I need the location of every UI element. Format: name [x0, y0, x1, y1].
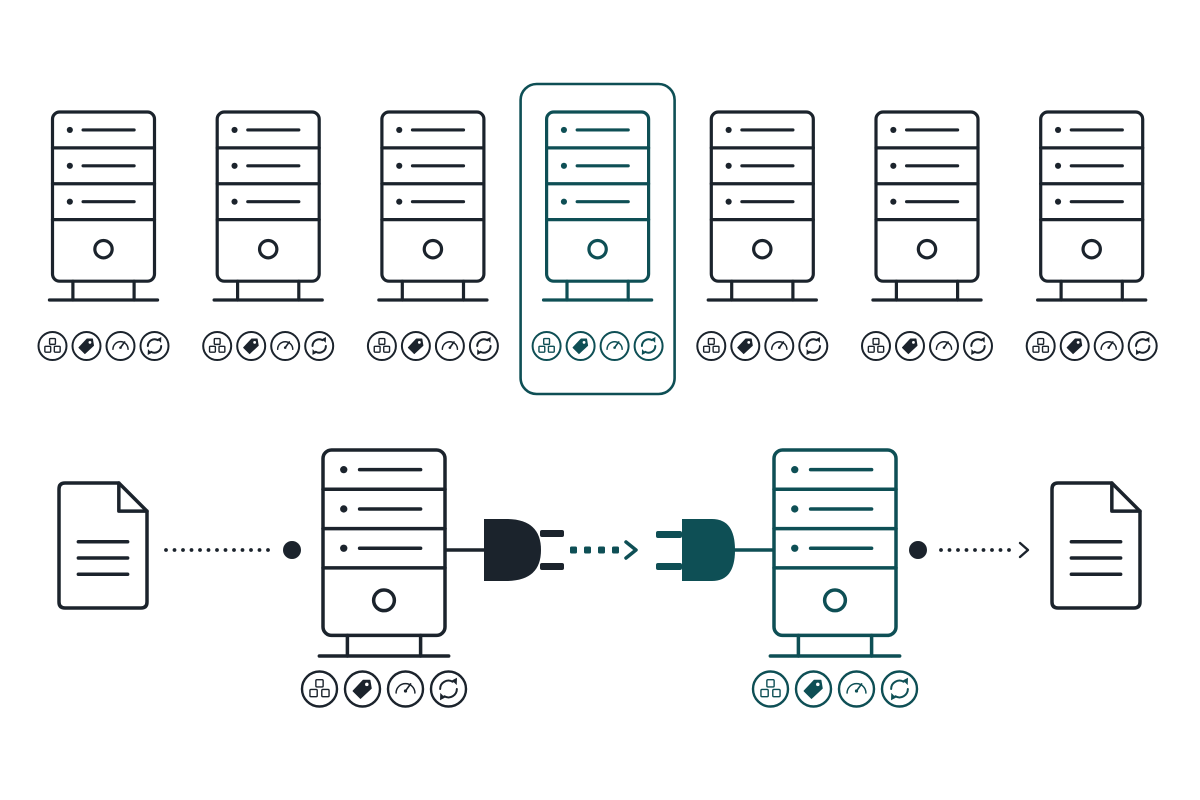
- tag-icon: [1059, 331, 1090, 361]
- modules-icon: [751, 670, 790, 708]
- plug-icon: [445, 519, 564, 581]
- speedometer-icon: [105, 331, 136, 361]
- socket-icon: [656, 519, 775, 581]
- refresh-icon: [139, 331, 170, 361]
- modules-icon: [37, 331, 68, 361]
- badge-group: [37, 331, 170, 361]
- speedometer-icon: [764, 331, 795, 361]
- server-rack-icon: [1036, 110, 1148, 302]
- dotted-connector: [909, 541, 1030, 559]
- badge-group: [696, 331, 829, 361]
- refresh-icon: [798, 331, 829, 361]
- server-rack-icon: [541, 110, 654, 302]
- badge-group: [861, 331, 993, 361]
- server-rack-icon: [706, 110, 818, 302]
- modules-icon: [696, 331, 727, 361]
- server-rack-icon: [212, 110, 324, 302]
- refresh-icon: [468, 331, 499, 361]
- modules-icon: [202, 331, 233, 361]
- tag-icon: [343, 670, 382, 708]
- speedometer-icon: [929, 331, 959, 361]
- arrow-connector: [570, 540, 638, 560]
- speedometer-icon: [599, 331, 630, 361]
- tag-icon: [730, 331, 761, 361]
- server-rack-icon: [377, 110, 489, 302]
- tag-icon: [236, 331, 267, 361]
- server-node: [861, 110, 993, 361]
- highlight-frame: [519, 82, 676, 396]
- refresh-icon: [963, 331, 993, 361]
- tag-icon: [71, 331, 102, 361]
- dotted-connector: [164, 541, 301, 559]
- server-rack-icon: [47, 110, 160, 302]
- server-node: [1025, 110, 1158, 361]
- tag-icon: [400, 331, 431, 361]
- badge-group: [202, 331, 335, 361]
- server-node: [696, 110, 829, 361]
- document-icon: [57, 481, 149, 610]
- speedometer-icon: [1093, 331, 1124, 361]
- speedometer-icon: [837, 670, 876, 708]
- server-highlighted: [519, 82, 676, 396]
- badge-group: [300, 670, 468, 708]
- badge-group: [1025, 331, 1158, 361]
- refresh-icon: [429, 670, 468, 708]
- refresh-icon: [880, 670, 919, 708]
- badge-group: [751, 670, 919, 708]
- server-node: [37, 110, 170, 361]
- server-node: [202, 110, 335, 361]
- server-rack-icon: [871, 110, 983, 302]
- modules-icon: [366, 331, 397, 361]
- badge-group: [531, 331, 664, 361]
- modules-icon: [300, 670, 339, 708]
- refresh-icon: [633, 331, 664, 361]
- refresh-icon: [304, 331, 335, 361]
- migration-flow: [57, 448, 1142, 708]
- server-node: [366, 110, 499, 361]
- server-rack-icon: [317, 448, 451, 658]
- server-row: [37, 82, 1158, 396]
- tag-icon: [895, 331, 925, 361]
- server-rack-icon: [768, 448, 902, 658]
- refresh-icon: [1127, 331, 1158, 361]
- document-icon: [1050, 481, 1142, 610]
- speedometer-icon: [386, 670, 425, 708]
- tag-icon: [565, 331, 596, 361]
- modules-icon: [1025, 331, 1056, 361]
- badge-group: [366, 331, 499, 361]
- modules-icon: [861, 331, 891, 361]
- tag-icon: [794, 670, 833, 708]
- speedometer-icon: [270, 331, 301, 361]
- speedometer-icon: [434, 331, 465, 361]
- modules-icon: [531, 331, 562, 361]
